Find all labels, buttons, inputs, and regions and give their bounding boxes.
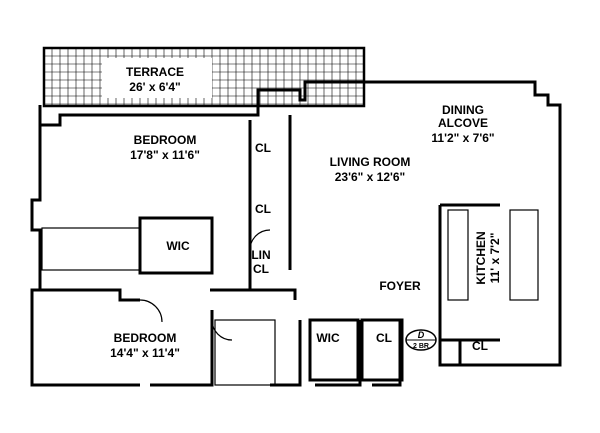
dining-alcove-label: DINING ALCOVE 11'2" x 7'6": [431, 103, 494, 145]
svg-text:11' x 7'2": 11' x 7'2": [488, 233, 502, 284]
wic-label-1: WIC: [166, 239, 190, 253]
foyer-label: FOYER: [379, 279, 421, 293]
closet-label-3: CL: [253, 262, 269, 276]
svg-text:26' x 6'4": 26' x 6'4": [129, 80, 180, 94]
svg-text:23'6" x 12'6": 23'6" x 12'6": [335, 170, 405, 184]
svg-text:BEDROOM: BEDROOM: [114, 331, 177, 345]
closet-label-4: CL: [376, 331, 392, 345]
unit-tag: D 2 BR: [405, 329, 437, 351]
bedroom1-label: BEDROOM 17'8" x 11'6": [130, 133, 200, 162]
svg-text:LIVING ROOM: LIVING ROOM: [330, 155, 411, 169]
svg-text:D: D: [418, 330, 425, 340]
svg-text:DINING: DINING: [442, 103, 484, 117]
svg-text:11'2" x 7'6": 11'2" x 7'6": [431, 131, 494, 145]
linen-closet-label: LIN: [251, 248, 270, 262]
svg-text:17'8" x 11'6": 17'8" x 11'6": [130, 148, 200, 162]
svg-text:KITCHEN: KITCHEN: [474, 231, 488, 284]
svg-text:ALCOVE: ALCOVE: [438, 116, 488, 130]
kitchen-label: KITCHEN 11' x 7'2": [474, 231, 502, 284]
svg-text:2 BR: 2 BR: [413, 343, 429, 350]
svg-text:TERRACE: TERRACE: [126, 65, 184, 79]
exterior-walls: [30, 80, 562, 387]
terrace-label: TERRACE 26' x 6'4": [126, 65, 184, 94]
closet-label-2: CL: [255, 202, 271, 216]
closet-label-5: CL: [472, 339, 488, 353]
terrace-area: [42, 46, 366, 108]
closet-label-1: CL: [255, 141, 271, 155]
svg-text:BEDROOM: BEDROOM: [134, 133, 197, 147]
wic-label-2: WIC: [316, 331, 340, 345]
svg-text:14'4" x 11'4": 14'4" x 11'4": [110, 346, 180, 360]
bedroom2-label: BEDROOM 14'4" x 11'4": [110, 331, 180, 360]
living-room-label: LIVING ROOM 23'6" x 12'6": [330, 155, 411, 184]
